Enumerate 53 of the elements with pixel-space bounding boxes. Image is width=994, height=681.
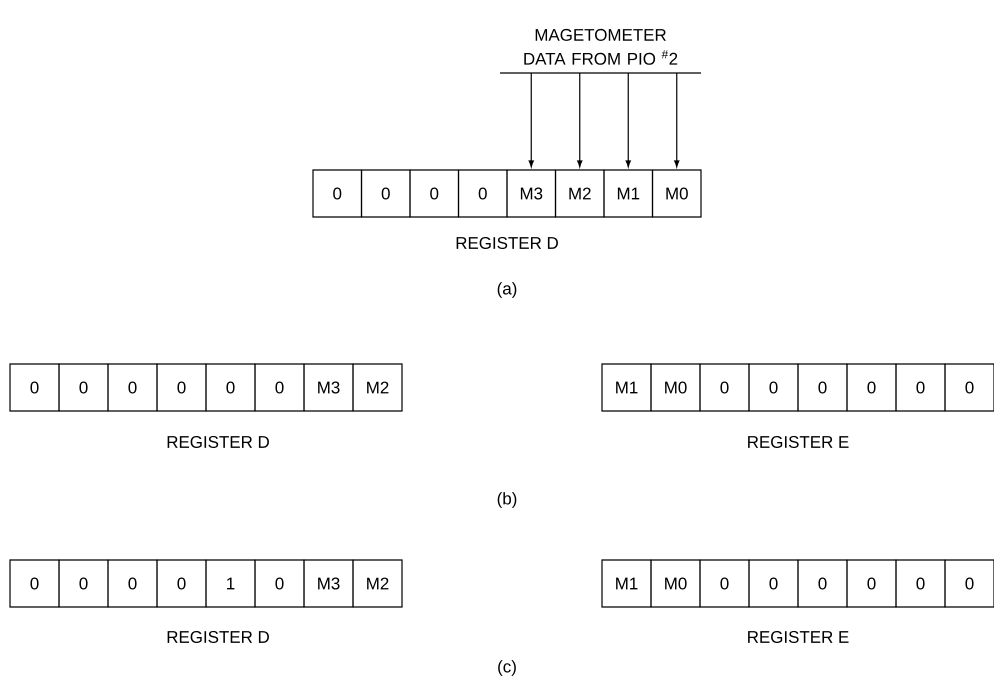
register-cell: 0 [107,559,158,608]
register-cell: 0 [797,559,848,608]
register-cell: 0 [312,169,362,218]
register-cell: 0 [944,559,994,608]
register-cell: 0 [458,169,508,218]
register-cell: 0 [409,169,460,218]
register-cell: 0 [944,363,994,412]
register-cell: 0 [895,559,946,608]
register-cell: 0 [748,559,799,608]
register-cell: M3 [303,559,354,608]
register-cell: 0 [846,363,897,412]
arrow [626,73,631,168]
register-cell: 0 [895,363,946,412]
register-cell: 0 [846,559,897,608]
caption: (c) [498,660,516,676]
caption: REGISTER D [456,237,558,249]
register-cell: 0 [58,559,109,608]
register-cell: M1 [601,559,652,608]
register-cell: M0 [652,169,702,218]
register-cell: 0 [699,559,750,608]
register-cell: 0 [205,363,256,412]
caption: (a) [498,282,516,298]
caption: REGISTER E [748,436,849,448]
caption: REGISTER E [748,631,849,643]
register-cell: 0 [156,559,207,608]
register-cell: 0 [254,363,305,412]
register-cell: 1 [205,559,256,608]
register-cell: 0 [360,169,411,218]
caption: (b) [498,492,516,508]
arrow [577,73,582,168]
register-cell: 0 [9,559,60,608]
register-cell: M3 [303,363,354,412]
register-cell: 0 [797,363,848,412]
register-cell: M2 [352,363,403,412]
register-cell: M0 [650,363,701,412]
register-cell: 0 [58,363,109,412]
caption: REGISTER D [168,436,269,448]
register-cell: M1 [603,169,654,218]
register-cell: 0 [156,363,207,412]
caption: REGISTER D [168,631,269,643]
register-cell: 0 [107,363,158,412]
register-cell: 0 [748,363,799,412]
register-cell: M1 [601,363,652,412]
register-cell: 0 [699,363,750,412]
arrow [674,73,680,168]
register-cell: M3 [506,169,556,218]
register-cell: M0 [650,559,701,608]
arrow [528,73,534,168]
register-cell: 0 [9,363,60,412]
register-cell: M2 [554,169,605,218]
register-cell: M2 [352,559,403,608]
source-text: MAGETOMETER DATA FROM PIO $^{#}$2 [524,28,678,65]
register-cell: 0 [254,559,305,608]
